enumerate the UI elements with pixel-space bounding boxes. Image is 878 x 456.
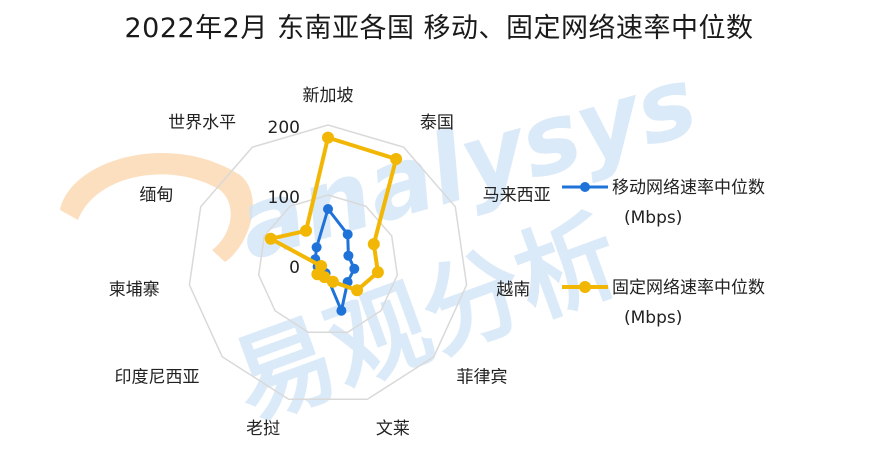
- tick-label: 200: [268, 118, 300, 138]
- series-point-1: [336, 305, 347, 316]
- watermark-logo-swoosh: [60, 152, 253, 262]
- category-label: 缅甸: [139, 185, 173, 205]
- chart-title: 2022年2月 东南亚各国 移动、固定网络速率中位数: [124, 13, 754, 44]
- series-point-2: [300, 224, 312, 237]
- category-label: 越南: [496, 280, 530, 300]
- category-label: 老挝: [246, 419, 280, 439]
- series-point-2: [367, 238, 380, 251]
- series-point-2: [322, 131, 334, 144]
- legend-marker: [580, 182, 590, 192]
- grid-ring: [188, 124, 468, 401]
- category-label: 菲律宾: [457, 367, 508, 387]
- radial-ticks: 0 100 200: [268, 118, 300, 278]
- legend-unit: (Mbps): [624, 208, 682, 228]
- series-point-1: [342, 229, 353, 240]
- series-point-1: [349, 263, 360, 274]
- legend-label: 固定网络速率中位数: [612, 278, 765, 298]
- category-label: 泰国: [420, 113, 454, 133]
- series-point-2: [351, 284, 364, 297]
- category-label: 马来西亚: [483, 185, 551, 205]
- series-point-2: [390, 153, 403, 165]
- category-label: 印度尼西亚: [115, 367, 200, 387]
- tick-label: 0: [289, 258, 300, 278]
- series-point-2: [264, 232, 277, 245]
- category-label: 世界水平: [168, 113, 236, 133]
- radar-grid: [188, 124, 468, 401]
- grid-ring: [257, 194, 399, 333]
- series-point-2: [315, 260, 328, 272]
- series-point-1: [343, 250, 354, 261]
- series-point-1: [323, 204, 333, 214]
- category-label: 文莱: [376, 419, 410, 439]
- series-point-2: [371, 266, 384, 279]
- category-label: 柬埔寨: [109, 280, 160, 300]
- legend-marker: [579, 281, 591, 293]
- tick-label: 100: [268, 188, 300, 208]
- series-point-1: [311, 242, 322, 253]
- series-layer: [264, 131, 403, 316]
- legend-label: 移动网络速率中位数: [612, 178, 765, 198]
- legend: 移动网络速率中位数 (Mbps) 固定网络速率中位数 (Mbps): [562, 178, 765, 328]
- category-label: 新加坡: [303, 86, 354, 106]
- legend-unit: (Mbps): [624, 308, 682, 328]
